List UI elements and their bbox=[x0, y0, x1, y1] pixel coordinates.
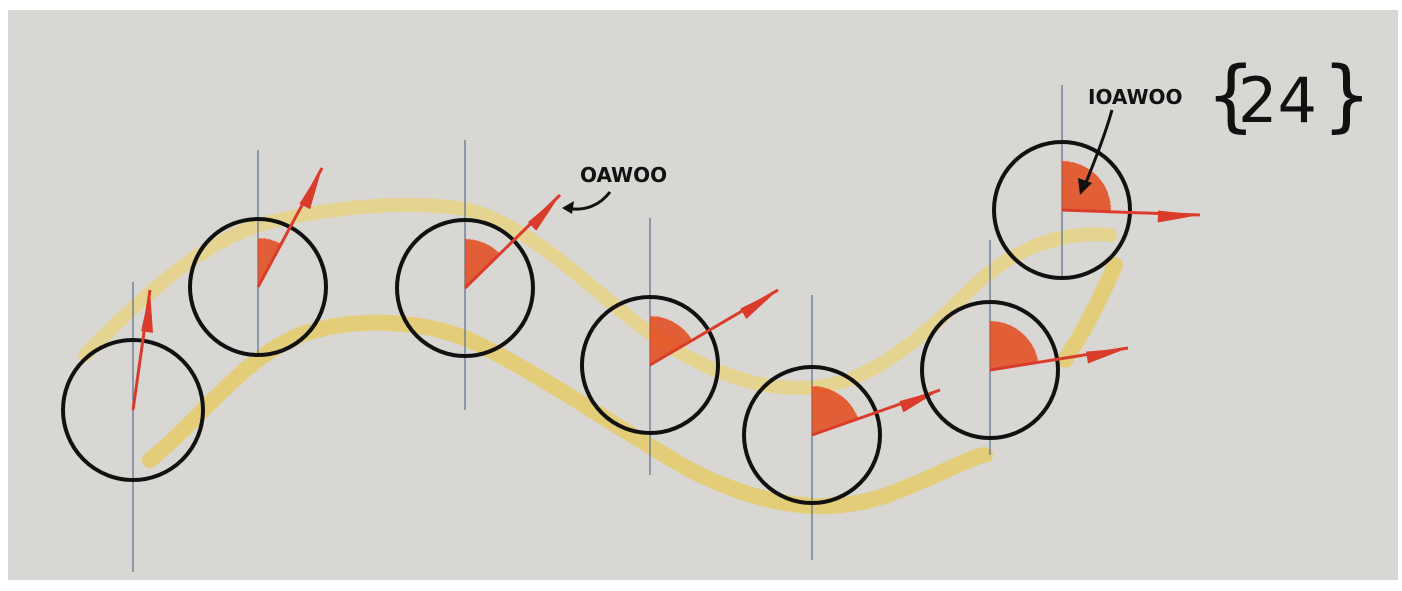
wave-right-tail bbox=[1065, 265, 1115, 360]
pointer-arrowhead-zero bbox=[562, 201, 574, 214]
annotation-zero: OAWOO bbox=[562, 163, 667, 214]
wave-upper-edge bbox=[85, 205, 1110, 388]
wave-band bbox=[85, 205, 1115, 506]
figure-number: { 24 } bbox=[1206, 51, 1372, 141]
phase-sector bbox=[465, 239, 500, 288]
label-oawoo: OAWOO bbox=[580, 163, 667, 187]
figure-number-text: 24 bbox=[1238, 64, 1317, 137]
phasor-4 bbox=[582, 218, 778, 475]
phasor-group bbox=[63, 85, 1200, 572]
phasor-arrowhead bbox=[299, 168, 322, 209]
phasor-arrowhead bbox=[528, 195, 560, 231]
phasor-arrowhead bbox=[740, 290, 778, 319]
wave-lower-edge bbox=[150, 323, 985, 506]
label-ioawoo: IOAWOO bbox=[1088, 85, 1183, 109]
phasor-6 bbox=[922, 240, 1128, 455]
phasor-arrowhead bbox=[1086, 348, 1128, 363]
phasor-arrowhead bbox=[1158, 210, 1200, 222]
brace-right: } bbox=[1322, 51, 1372, 141]
